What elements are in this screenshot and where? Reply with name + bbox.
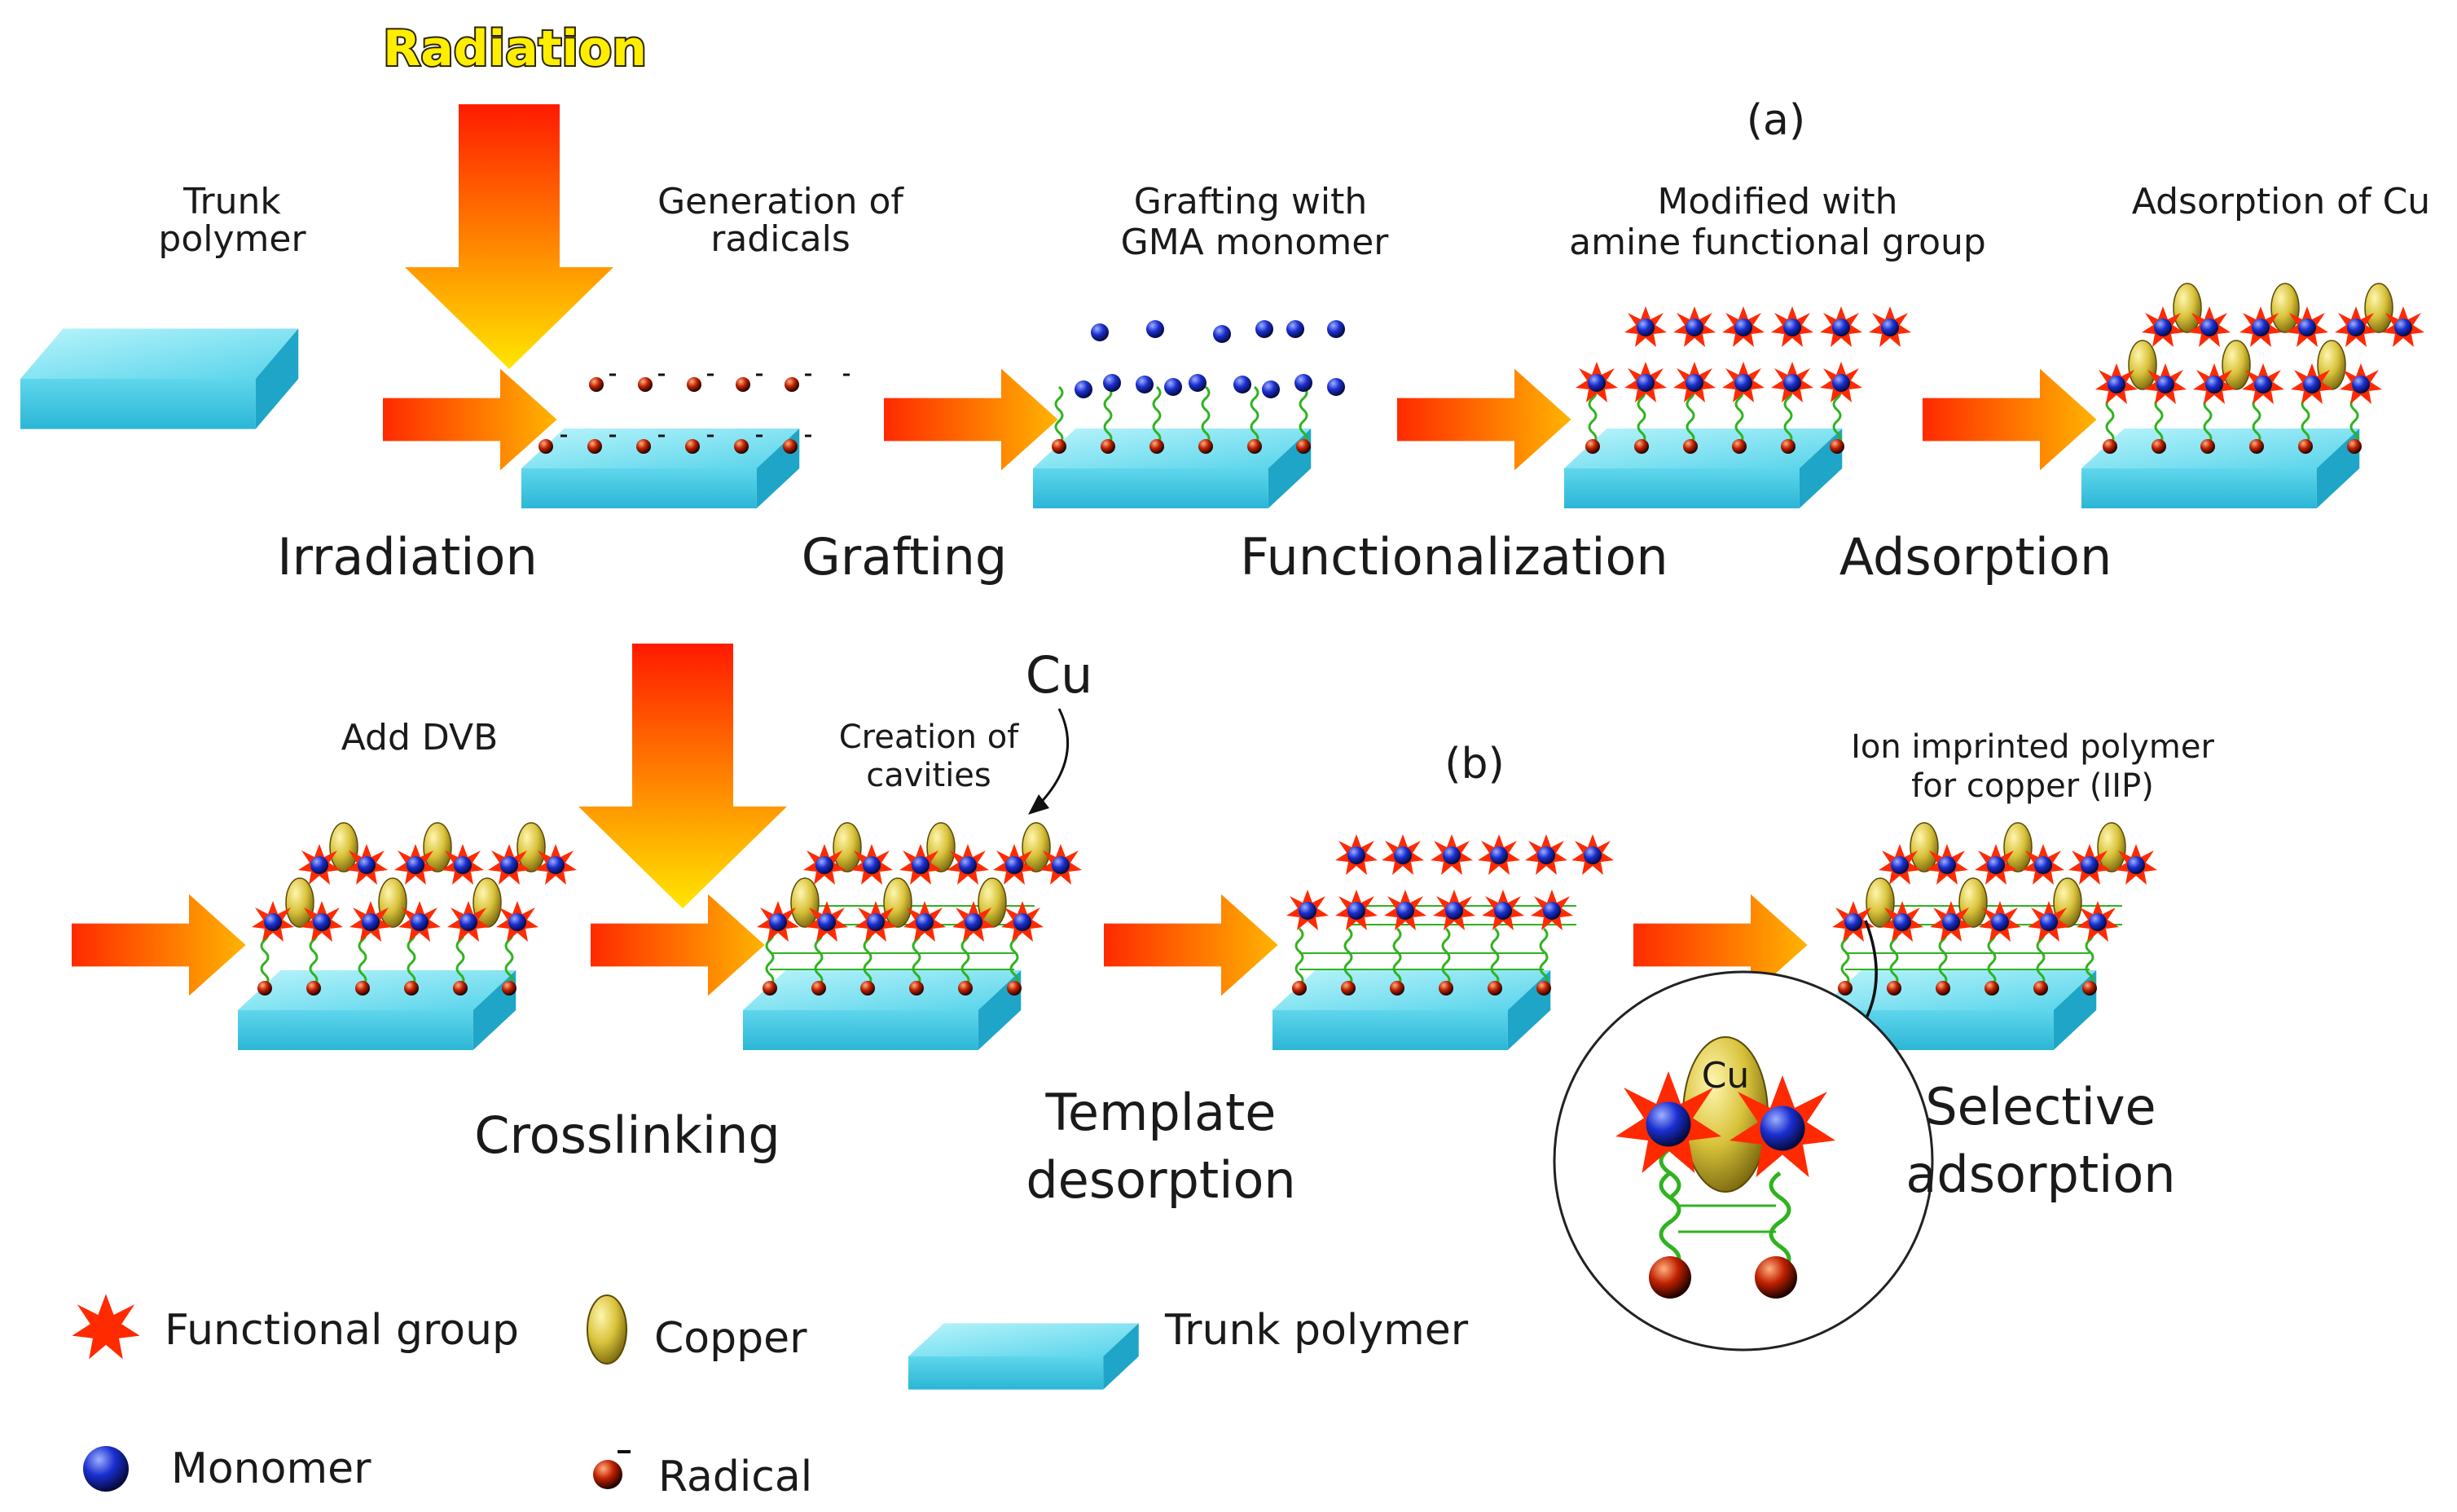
legend-copper-label: Copper [654, 1314, 807, 1363]
cu-pointer-arrow-icon [1037, 708, 1070, 807]
trunk-polymer-slab-8 [1272, 970, 1551, 1050]
trunk-polymer-slab-6 [238, 970, 516, 1050]
cu-adsorbed-slab-5 [2095, 283, 2424, 454]
legend-functional-group-label: Functional group [165, 1306, 519, 1355]
process-arrow-icon-a3 [1397, 368, 1571, 471]
caption-add-dvb: Add DVB [341, 717, 499, 758]
row-b: Add DVB Cu Creation of cavities (b) Ion … [72, 644, 2214, 1352]
process-arrow-icon-a4 [1923, 368, 2097, 471]
step-crosslinking: Crosslinking [474, 1105, 780, 1165]
step-selective-1: Selective [1925, 1077, 2156, 1136]
legend-trunk-polymer-icon [908, 1323, 1139, 1390]
trunk-polymer-slab-2 [521, 429, 800, 508]
step-template-2: desorption [1026, 1150, 1295, 1210]
process-arrow-icon-b1 [72, 894, 246, 996]
legend-monomer-label: Monomer [171, 1444, 371, 1493]
caption-grafting-gma-1: Grafting with [1134, 181, 1368, 222]
row-a: Radiation (a) Trunk polymer Generation o… [20, 19, 2430, 587]
legend-monomer-icon [83, 1446, 129, 1492]
trunk-polymer-slab-3 [1033, 429, 1312, 508]
dvb-slab-6 [252, 822, 577, 996]
crosslinking-arrow-icon [578, 644, 787, 908]
caption-creation-1: Creation of [839, 719, 1019, 756]
caption-trunk-1: Trunk [182, 181, 281, 222]
trunk-polymer-slab-1 [20, 328, 299, 429]
crosslinked-slab-7 [757, 822, 1082, 996]
caption-modified-1: Modified with [1657, 181, 1897, 222]
process-arrow-icon-a1 [383, 368, 557, 471]
step-grafting: Grafting [802, 527, 1007, 587]
caption-grafting-gma-2: GMA monomer [1121, 222, 1390, 263]
caption-cu: Cu [1026, 645, 1093, 705]
step-adsorption: Adsorption [1839, 527, 2112, 587]
step-selective-2: adsorption [1905, 1145, 2175, 1204]
radicals-slab-2 [538, 373, 850, 454]
radiation-label: Radiation [383, 20, 647, 77]
caption-adsorption-cu: Adsorption of Cu [2132, 181, 2430, 222]
trunk-polymer-slab-7 [743, 970, 1022, 1050]
step-template-1: Template [1045, 1083, 1277, 1142]
iip-slab-9 [1832, 822, 2157, 996]
step-irradiation: Irradiation [277, 527, 538, 587]
legend-trunk-polymer-label: Trunk polymer [1164, 1306, 1469, 1355]
zoom-detail-circle: Cu [1553, 970, 1934, 1352]
panel-a-label: (a) [1747, 96, 1805, 145]
process-arrow-icon-b2 [591, 894, 765, 996]
panel-b-label: (b) [1444, 740, 1505, 789]
trunk-polymer-slab-5 [2081, 429, 2360, 508]
radiation-arrow-icon [405, 104, 613, 369]
caption-creation-2: cavities [866, 757, 991, 794]
legend: Functional group Copper Trunk polymer Mo… [72, 1294, 1469, 1501]
legend-copper-icon [587, 1294, 627, 1365]
legend-radical-icon [593, 1460, 622, 1489]
caption-generation-1: Generation of [657, 181, 904, 222]
caption-iip-2: for copper (IIP) [1911, 767, 2154, 805]
trunk-polymer-slab-4 [1564, 429, 1843, 508]
step-functionalization: Functionalization [1240, 527, 1668, 587]
template-desorbed-slab-8 [1286, 834, 1614, 996]
caption-generation-2: radicals [710, 218, 850, 260]
caption-trunk-2: polymer [158, 218, 306, 260]
caption-iip-1: Ion imprinted polymer [1851, 728, 2214, 766]
legend-functional-group-icon [72, 1294, 140, 1360]
legend-radical-label: Radical [658, 1453, 812, 1501]
caption-modified-2: amine functional group [1569, 222, 1986, 263]
cu-pointer-head-icon [1028, 794, 1049, 815]
process-arrow-icon-b3 [1104, 894, 1278, 996]
process-arrow-icon-a2 [884, 368, 1058, 471]
